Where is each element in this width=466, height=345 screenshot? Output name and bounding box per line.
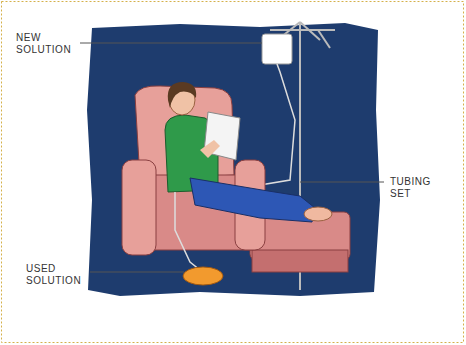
jeans <box>190 178 315 222</box>
hair <box>168 82 196 108</box>
backdrop <box>87 23 380 296</box>
callout-label: TUBING SET <box>390 176 450 200</box>
hand <box>200 140 220 158</box>
chair-arm <box>122 160 156 255</box>
callout-label: USED SOLUTION <box>26 263 88 287</box>
frame <box>2 2 464 343</box>
drain-tube <box>175 192 200 270</box>
ottoman-base <box>252 250 348 272</box>
leader-lines <box>80 43 384 272</box>
drain-bag <box>183 267 223 285</box>
callout-label: NEW SOLUTION <box>16 32 78 56</box>
solution-bag <box>262 34 292 64</box>
feet <box>304 207 332 221</box>
